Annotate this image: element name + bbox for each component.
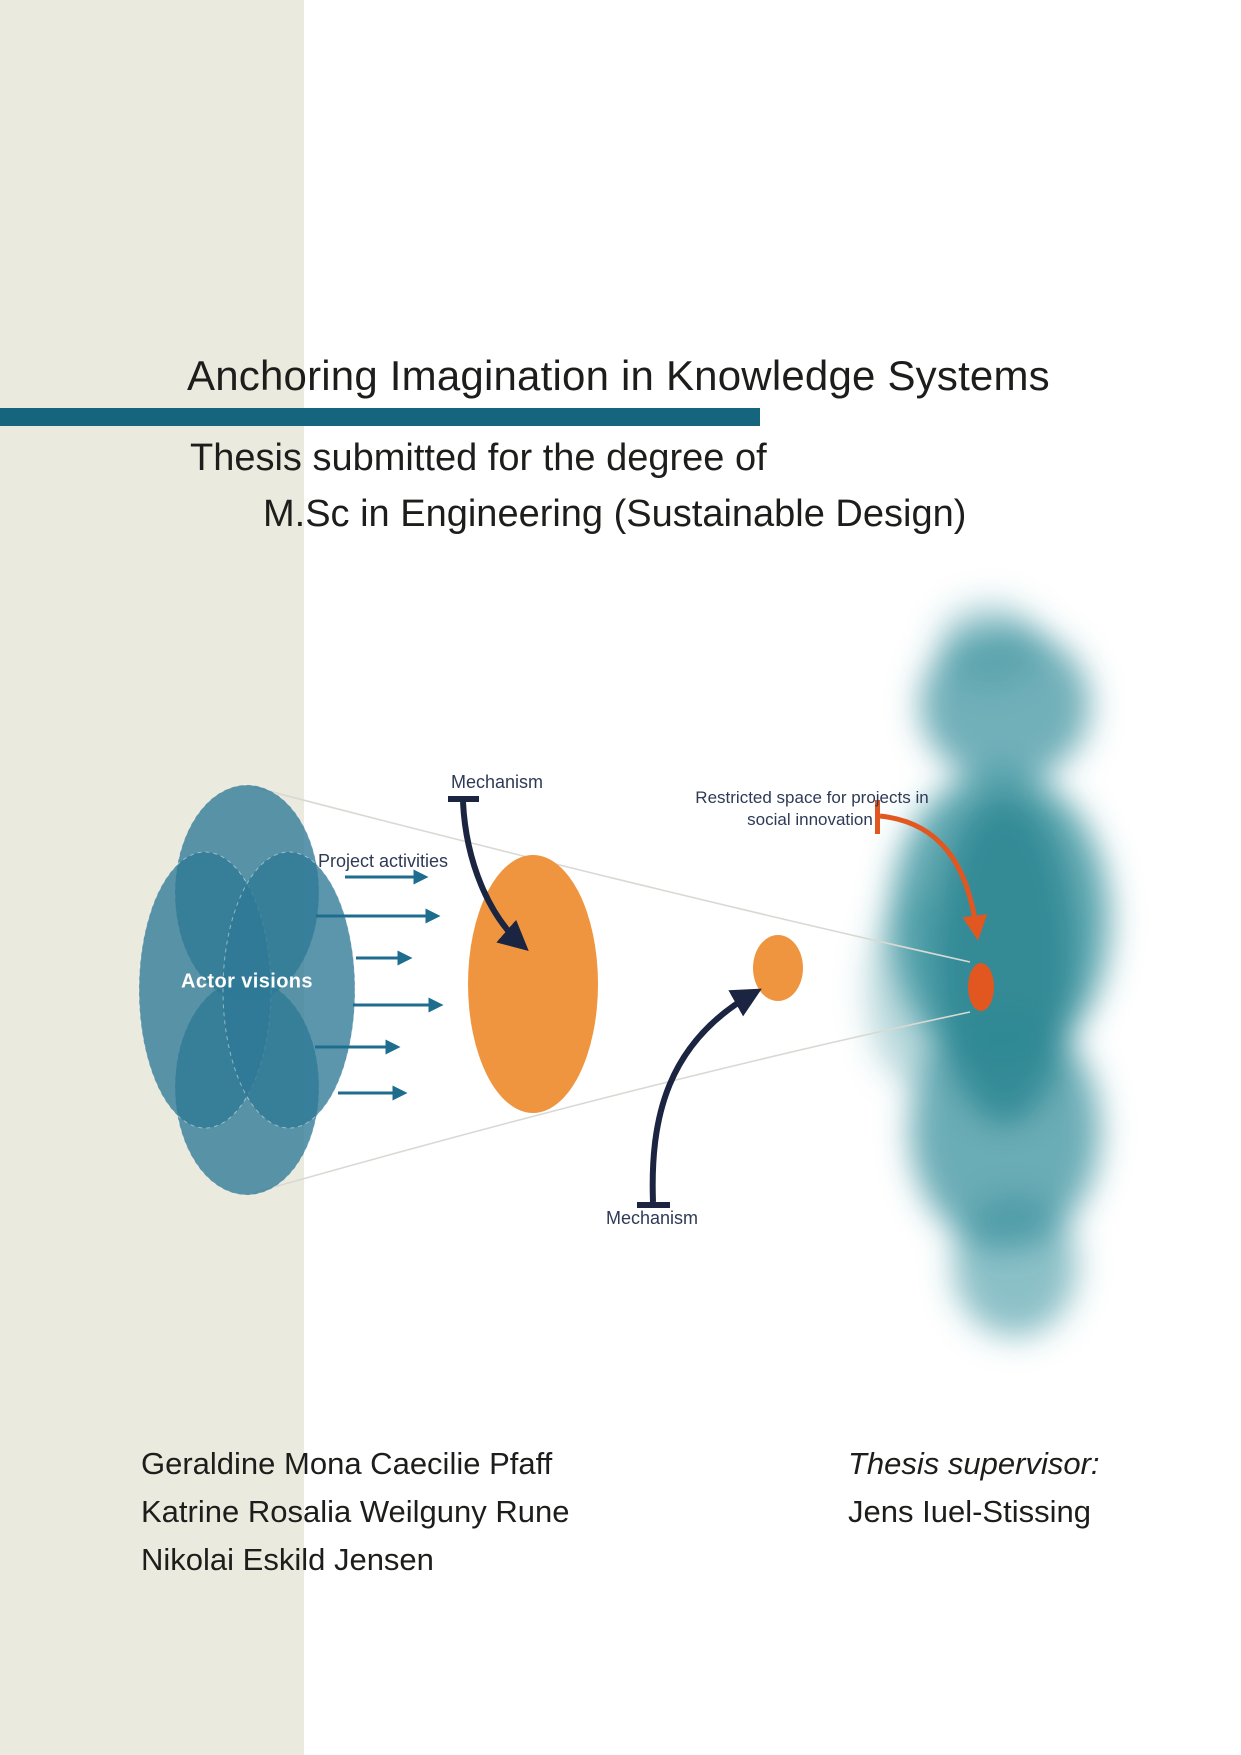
supervisor-name: Jens Iuel-Stissing [848, 1494, 1091, 1529]
cone-line-upper [252, 786, 971, 963]
mechanism-arrow-top [448, 796, 529, 951]
actor-visions-venn [138, 784, 356, 1196]
restricted-space-arrow [875, 800, 988, 941]
page-title: Anchoring Imagination in Knowledge Syste… [187, 352, 1050, 399]
actor-visions-label: Actor visions [181, 970, 313, 993]
restricted-space-dot [968, 963, 994, 1011]
project-activities-label: Project activities [318, 851, 449, 871]
authors-block: Geraldine Mona Caecilie Pfaff Katrine Ro… [141, 1440, 570, 1584]
mechanism-label-bottom: Mechanism [605, 1208, 699, 1228]
mechanism-label-top: Mechanism [450, 772, 544, 792]
restricted-space-label-line2: social innovation [747, 810, 873, 829]
project-activity-arrows [315, 869, 444, 1101]
supervisor-block: Thesis supervisor: Jens Iuel-Stissing [848, 1440, 1100, 1536]
subtitle-line-2: M.Sc in Engineering (Sustainable Design) [263, 493, 967, 535]
mechanism-arrow-bottom [637, 988, 762, 1208]
author-name: Geraldine Mona Caecilie Pfaff [141, 1446, 553, 1481]
venn-ellipse-right [222, 851, 356, 1129]
subtitle-line-1: Thesis submitted for the degree of [190, 437, 767, 479]
project-ellipse-small [753, 935, 803, 1001]
title-underline-bar [0, 408, 760, 426]
restricted-space-label-line1: Restricted space for projects in [695, 788, 929, 807]
cone-line-lower [252, 1011, 971, 1194]
supervisor-label: Thesis supervisor: [848, 1446, 1100, 1481]
author-name: Nikolai Eskild Jensen [141, 1542, 434, 1577]
author-name: Katrine Rosalia Weilguny Rune [141, 1494, 570, 1529]
